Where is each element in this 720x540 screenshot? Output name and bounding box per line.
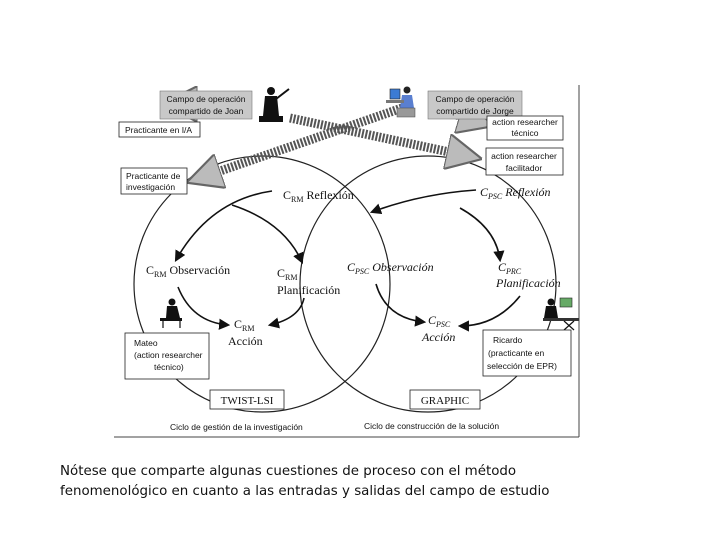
conductor-figure-icon [259,87,290,122]
joan-callout-line1: Campo de operación [167,94,246,104]
twist-lsi-label: TWIST-LSI [221,395,274,407]
caption-line-2: fenomenológico en cuanto a las entradas … [60,484,550,499]
tecnico-box-line1: action researcher [492,117,558,127]
graphic-box: GRAPHIC [409,389,481,410]
facilitador-box-line1: action researcher [491,151,557,161]
jorge-callout-line2: compartido de Jorge [436,106,514,116]
computer-user-icon [386,86,416,118]
right-cycle-circle [299,155,557,413]
practicante-ia-label: Practicante en I/A [125,125,192,135]
action-research-diagram: Campo de operación compartido de Joan Ca… [114,85,580,438]
mateo-box-line1: Mateo [134,338,158,348]
left-cycle-caption: Ciclo de gestión de la investigación [170,422,303,432]
practicante-ia-box: Practicante en I/A [118,121,201,138]
joan-callout-line2: compartido de Joan [169,106,244,116]
tecnico-box-line2: técnico [512,128,539,138]
left-accion-prefix: CRM [234,317,254,333]
right-planificacion-prefix: CPRC [498,260,522,276]
twist-lsi-box: TWIST-LSI [209,389,285,410]
graphic-label: GRAPHIC [421,395,469,407]
practicante-inv-line2: investigación [126,182,175,192]
right-cycle-arrows [369,189,521,332]
mateo-box-line3: técnico) [154,362,184,372]
left-cycle-arrows [174,190,305,330]
right-cycle-caption: Ciclo de construcción de la solución [364,421,499,431]
jorge-callout-line1: Campo de operación [436,94,515,104]
practicante-investigacion-box: Practicante de investigación [120,167,188,195]
mateo-box: Mateo (action researcher técnico) [124,332,210,380]
figure-caption: Nótese que comparte algunas cuestiones d… [60,462,680,502]
ricardo-box-line2: (practicante en [488,348,544,358]
action-researcher-facilitador-box: action researcher facilitador [485,147,564,176]
caption-line-1: Nótese que comparte algunas cuestiones d… [60,464,517,479]
researcher-at-desk-icon [160,298,182,328]
joan-callout: Campo de operación compartido de Joan [159,90,253,120]
right-accion-text: Acción [421,330,455,344]
left-accion-text: Acción [228,334,263,348]
practitioner-at-desk-icon [543,297,579,331]
mateo-box-line2: (action researcher [134,350,203,360]
ricardo-box: Ricardo (practicante en selección de EPR… [482,329,572,377]
jorge-callout: Campo de operación compartido de Jorge [427,90,523,120]
right-accion-prefix: CPSC [428,313,451,329]
right-planificacion-text: Planificación [495,276,561,290]
left-planificacion-label: CRM [277,266,297,282]
left-planificacion-text: Planificación [277,283,340,297]
practicante-inv-line1: Practicante de [126,171,181,181]
action-researcher-tecnico-box: action researcher técnico [486,115,564,141]
ricardo-box-line3: selección de EPR) [487,361,557,371]
ricardo-box-line1: Ricardo [493,335,523,345]
facilitador-box-line2: facilitador [506,163,543,173]
